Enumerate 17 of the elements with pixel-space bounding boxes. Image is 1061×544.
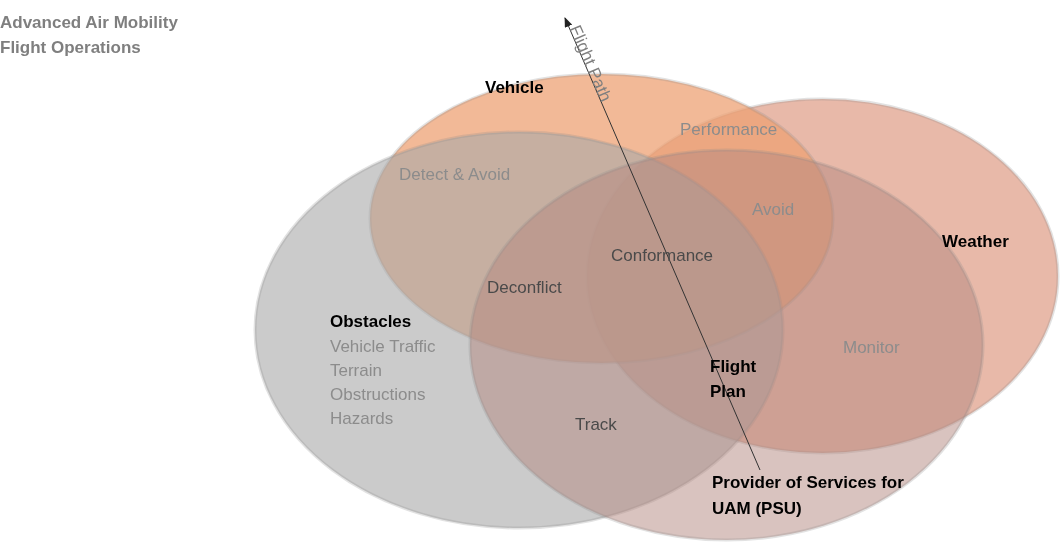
- set-title: Vehicle: [485, 77, 544, 99]
- overlap-label: Avoid: [752, 199, 795, 221]
- set-title: Obstacles: [330, 311, 412, 333]
- diagram-title: Advanced Air Mobility Flight Operations: [0, 12, 179, 59]
- list-item: Terrain: [330, 360, 382, 382]
- list-item: Vehicle Traffic: [330, 336, 436, 358]
- overlap-label: Monitor: [843, 337, 900, 359]
- list-item: Hazards: [330, 408, 394, 430]
- overlap-label: Performance: [680, 119, 778, 141]
- overlap-label: Deconflict: [487, 277, 562, 299]
- set-title: Provider of Services for UAM (PSU): [712, 472, 905, 520]
- overlap-label: Track: [575, 414, 617, 436]
- overlap-label: Detect & Avoid: [399, 164, 511, 186]
- set-title: Weather: [942, 231, 1009, 253]
- arrow-label: Flight Path: [564, 22, 617, 106]
- region-title: Flight Plan: [710, 356, 758, 403]
- list-item: Obstructions: [330, 384, 426, 406]
